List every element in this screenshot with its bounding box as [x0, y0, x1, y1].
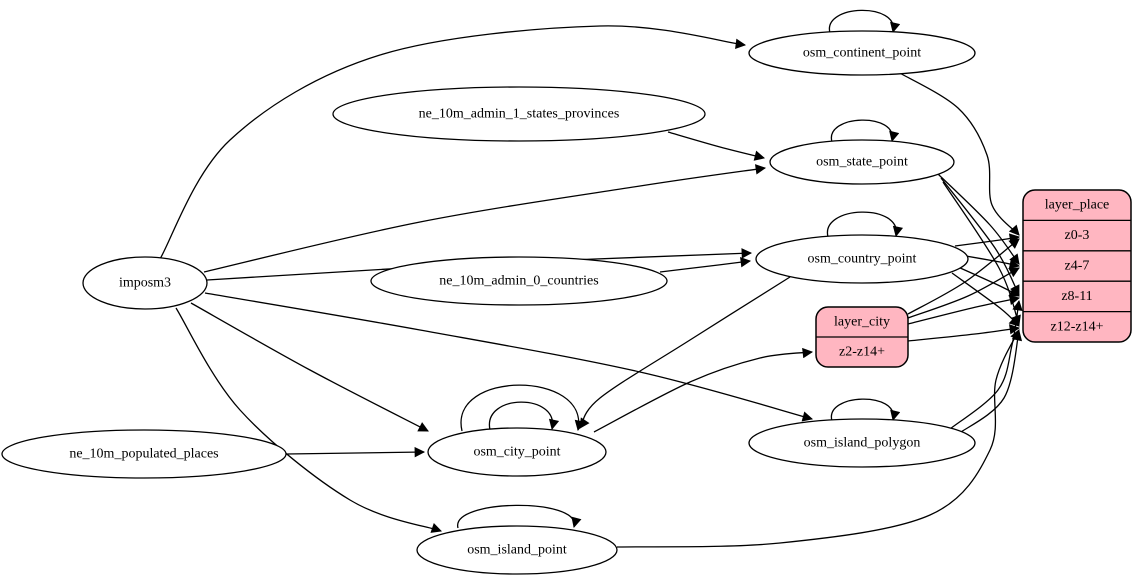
edge-osm_continent_point-to-layer_place-z0-3 [897, 71, 1020, 236]
node-label-ne_10m_admin_0_countries: ne_10m_admin_0_countries [439, 274, 598, 289]
node-label-osm_continent_point: osm_continent_point [803, 46, 921, 61]
edge-osm_continent_point-to-osm_continent_point-selfloop [829, 9, 901, 34]
edge-osm_island_polygon-to-osm_island_polygon-selfloop [831, 398, 901, 422]
node-label-osm_island_polygon: osm_island_polygon [804, 436, 921, 451]
node-label-osm_island_point: osm_island_point [467, 543, 567, 558]
node-osm_city_point: osm_city_point [427, 427, 607, 477]
node-label-osm_state_point: osm_state_point [816, 155, 908, 170]
edge-ne_10m_admin_1_states_provinces-to-osm_state_point [667, 131, 766, 161]
edge-osm_state_point-to-layer_place-z4-7 [937, 173, 1020, 265]
node-label-ne_10m_populated_places: ne_10m_populated_places [69, 447, 218, 462]
edge-imposm3-to-osm_city_point [190, 302, 429, 432]
edge-layer_city-to-layer_place-z4-7 [907, 267, 1020, 319]
edge-osm_city_point-to-osm_city_point-selfloop [460, 384, 585, 432]
node-ne_10m_populated_places: ne_10m_populated_places [1, 429, 287, 479]
record-row-layer_place-z8-11: z8-11 [1061, 289, 1092, 304]
edge-osm_island_point-to-layer_place-z12-z14+ [616, 329, 1020, 548]
edge-osm_country_point-to-layer_place-z8-11 [957, 266, 1020, 297]
edge-osm_island_polygon-to-layer_place-z8-11 [949, 299, 1023, 430]
edge-osm_city_point-to-osm_city_point-selfloop [488, 401, 560, 431]
node-osm_country_point: osm_country_point [755, 234, 969, 284]
edge-osm_country_point-to-layer_place-z0-3 [954, 233, 1021, 247]
edge-layer_city-to-layer_place-z8-11 [907, 294, 1021, 325]
edge-layer_city-to-layer_place-z12-z14+ [907, 324, 1021, 342]
node-label-imposm3: imposm3 [119, 276, 171, 291]
record-row-layer_place-z4-7: z4-7 [1065, 259, 1090, 274]
edge-layer_city-to-layer_place-z0-3 [907, 238, 1020, 315]
node-layer_city: layer_city z2-z14+ [815, 306, 909, 368]
edge-ne_10m_populated_places-to-osm_city_point [286, 446, 426, 458]
edge-osm_city_point-to-layer_city-z2-z14+ [593, 347, 814, 433]
edge-imposm3-to-osm_state_point [203, 164, 767, 273]
edge-osm_country_point-to-layer_place-z4-7 [959, 254, 1021, 270]
node-osm_continent_point: osm_continent_point [748, 30, 976, 76]
edge-osm_state_point-to-layer_place-z8-11 [940, 177, 1020, 296]
record-row-layer_place-z0-3: z0-3 [1065, 228, 1090, 243]
edge-osm_country_point-to-osm_city_point [579, 276, 791, 429]
node-imposm3: imposm3 [82, 256, 208, 310]
edge-osm_country_point-to-osm_country_point-selfloop [827, 211, 904, 238]
node-label-osm_city_point: osm_city_point [473, 445, 560, 460]
node-osm_island_point: osm_island_point [416, 525, 618, 575]
edge-imposm3-to-osm_island_point [175, 307, 442, 533]
record-row-layer_place-z12-z14+: z12-z14+ [1051, 319, 1104, 334]
node-ne_10m_admin_1_states_provinces: ne_10m_admin_1_states_provinces [332, 86, 706, 142]
node-osm_island_polygon: osm_island_polygon [748, 418, 976, 468]
edge-ne_10m_admin_0_countries-to-osm_country_point [659, 257, 752, 273]
node-ne_10m_admin_0_countries: ne_10m_admin_0_countries [370, 256, 668, 306]
record-title-layer_city: layer_city [834, 315, 890, 330]
edge-osm_island_point-to-osm_island_point-selfloop [457, 504, 582, 529]
edge-osm_island_polygon-to-layer_place-z12-z14+ [957, 329, 1023, 435]
node-label-osm_country_point: osm_country_point [808, 252, 917, 267]
edge-imposm3-to-osm_island_polygon [204, 292, 814, 422]
record-row-layer_city-z2-z14+: z2-z14+ [839, 345, 885, 360]
node-layer_place: layer_place z0-3 z4-7 z8-11 z12-z14+ [1022, 189, 1132, 343]
edge-osm_state_point-to-osm_state_point-selfloop [830, 119, 900, 143]
node-osm_state_point: osm_state_point [769, 139, 955, 185]
edge-imposm3-to-osm_continent_point [159, 25, 747, 260]
record-title-layer_place: layer_place [1045, 198, 1110, 213]
nodes-layer: imposm3 ne_10m_admin_1_states_provincesne… [1, 30, 1132, 575]
node-label-ne_10m_admin_1_states_provinces: ne_10m_admin_1_states_provinces [419, 107, 620, 122]
